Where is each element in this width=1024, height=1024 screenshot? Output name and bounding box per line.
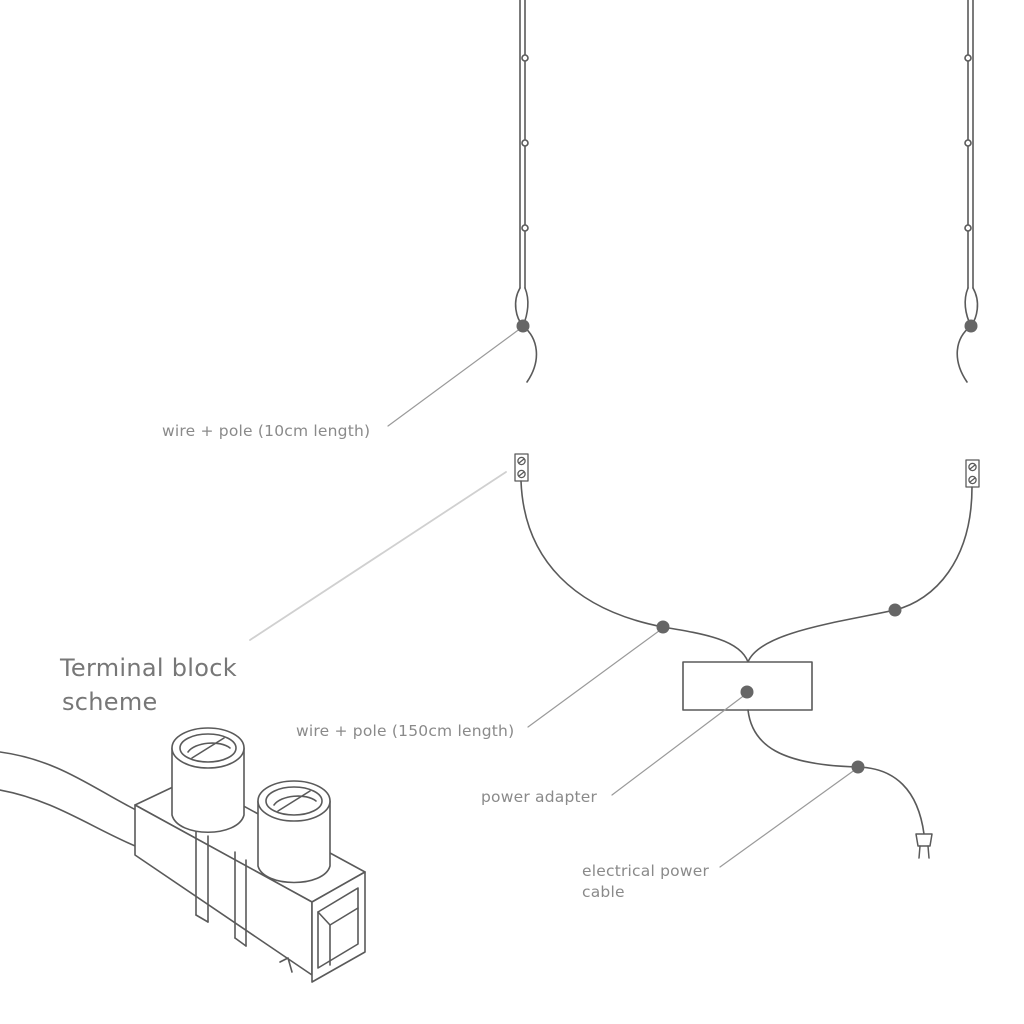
right-pole-wire-end xyxy=(956,325,972,383)
label-wire-pole-short: wire + pole (10cm length) xyxy=(162,422,371,440)
marker-dot xyxy=(888,603,902,617)
right-pole-bead xyxy=(964,139,972,147)
marker-dot xyxy=(656,620,670,634)
marker-dot xyxy=(740,685,754,699)
label-terminal-block-line2: scheme xyxy=(62,688,158,716)
right-pole xyxy=(964,0,979,327)
left-pole-bead xyxy=(521,224,529,232)
power-cable xyxy=(747,709,925,835)
terminal-screw-icon xyxy=(965,459,980,488)
right-pole-bead xyxy=(964,224,972,232)
leader-line xyxy=(719,768,857,868)
plug-icon xyxy=(915,833,933,859)
left-pole-wire-end xyxy=(522,325,538,383)
label-terminal-block-line1: Terminal block xyxy=(60,654,237,682)
terminal-screw-icon xyxy=(514,453,529,482)
leader-line xyxy=(527,627,664,728)
marker-dot xyxy=(964,319,978,333)
label-power-adapter: power adapter xyxy=(481,788,598,806)
left-pole-bead xyxy=(521,54,529,62)
leader-line xyxy=(611,693,747,796)
leader-line xyxy=(387,327,522,427)
label-wire-pole-long: wire + pole (150cm length) xyxy=(296,722,515,740)
label-power-cable-line2: cable xyxy=(582,883,625,901)
right-pole-bead xyxy=(964,54,972,62)
marker-dot xyxy=(516,319,530,333)
marker-dot xyxy=(851,760,865,774)
terminal-block-illustration xyxy=(0,727,366,983)
long-wire-right xyxy=(747,486,973,663)
leader-line xyxy=(249,471,507,641)
label-power-cable-line1: electrical power xyxy=(582,862,710,880)
left-pole-bead xyxy=(521,139,529,147)
left-pole xyxy=(514,0,529,327)
long-wire-left xyxy=(520,480,749,663)
